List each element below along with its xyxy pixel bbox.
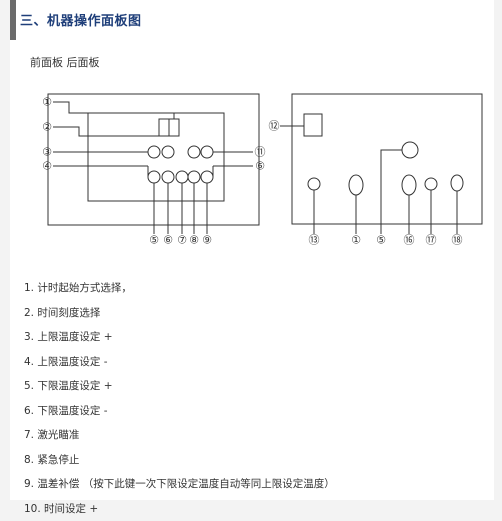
- callout-label: ②: [42, 121, 52, 134]
- callout-label: ①: [351, 234, 361, 247]
- knob-bottom-2: [162, 171, 174, 183]
- callout-label: ①: [42, 96, 52, 109]
- callout-label: ⑯: [404, 234, 415, 247]
- knob-top-2: [162, 146, 174, 158]
- knob-top-3: [188, 146, 200, 158]
- section-marker-bar: [10, 0, 16, 40]
- callout-label: ③: [42, 146, 52, 159]
- panel-caption: 前面板 后面板: [30, 54, 100, 70]
- callout-label: ⑥: [255, 160, 265, 173]
- callout-label: ⑨: [202, 234, 212, 247]
- list-item: 5. 下限温度设定 +: [24, 374, 335, 399]
- knob-bottom-5: [201, 171, 213, 183]
- list-item: 10. 时间设定 +: [24, 497, 335, 521]
- callout-label: ④: [42, 160, 52, 173]
- list-item: 9. 温差补偿 （按下此键一次下限设定温度自动等同上限设定温度）: [24, 472, 335, 497]
- panel-diagram: ① ② ③ ④ ⑪ ⑥ ⑤ ⑥ ⑦ ⑧ ⑨ ⑫ ⑬ ① ⑤ ⑯ ⑰ ⑱: [20, 84, 490, 254]
- list-item: 2. 时间刻度选择: [24, 301, 335, 326]
- callout-label: ⑤: [149, 234, 159, 247]
- switch-right: [169, 119, 179, 136]
- knob-top-1: [148, 146, 160, 158]
- callout-label: ⑤: [376, 234, 386, 247]
- rear-port-6: [451, 175, 463, 191]
- knob-top-4: [201, 146, 213, 158]
- rear-port-4: [402, 175, 416, 195]
- callout-label: ⑧: [189, 234, 199, 247]
- document-page: 三、机器操作面板图 前面板 后面板: [10, 0, 494, 500]
- knob-bottom-1: [148, 171, 160, 183]
- rear-port-2: [349, 175, 363, 195]
- rear-port-1: [308, 178, 320, 190]
- list-item: 8. 紧急停止: [24, 448, 335, 473]
- rear-port-5: [425, 178, 437, 190]
- callout-label: ⑥: [163, 234, 173, 247]
- callout-label: ⑫: [269, 120, 280, 133]
- knob-bottom-4: [188, 171, 200, 183]
- rear-port-3: [402, 142, 418, 158]
- rear-connector: [304, 114, 322, 136]
- switch-left: [159, 119, 169, 136]
- list-item: 4. 上限温度设定 -: [24, 350, 335, 375]
- knob-bottom-3: [176, 171, 188, 183]
- callout-label: ⑱: [452, 234, 463, 247]
- list-item: 1. 计时起始方式选择，: [24, 276, 335, 301]
- callout-label: ⑰: [426, 234, 437, 247]
- callout-label: ⑬: [309, 234, 320, 247]
- list-item: 7. 激光瞄准: [24, 423, 335, 448]
- list-item: 6. 下限温度设定 -: [24, 399, 335, 424]
- callout-label: ⑪: [255, 146, 266, 159]
- callout-label: ⑦: [177, 234, 187, 247]
- list-item: 3. 上限温度设定 +: [24, 325, 335, 350]
- instruction-list: 1. 计时起始方式选择， 2. 时间刻度选择 3. 上限温度设定 + 4. 上限…: [24, 276, 335, 521]
- section-title: 三、机器操作面板图: [20, 10, 142, 29]
